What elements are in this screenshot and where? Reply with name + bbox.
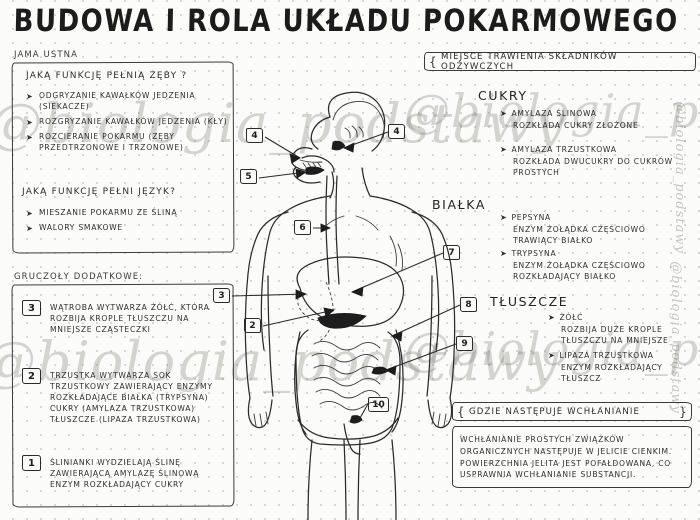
arrow-icon: ➤ <box>548 351 556 360</box>
gland-number-1: 1 <box>22 455 41 471</box>
gland-text-2: TRZUSTKA WYTWARZA SOK TRZUSTKOWY ZAWIERA… <box>50 371 213 424</box>
callout-10: 10 <box>368 397 389 412</box>
arrow-icon: ➤ <box>548 313 556 322</box>
arrow-icon: ➤ <box>26 92 34 101</box>
callout-6: 6 <box>294 220 311 235</box>
gland-number-3: 3 <box>22 300 41 316</box>
arrow-icon: ➤ <box>26 118 34 127</box>
glands-section-caption: GRUCZOŁY DODATKOWE: <box>14 272 144 282</box>
list-item: ➤ MIESZANIE POKARMU ZE ŚLINĄ <box>26 208 178 218</box>
digestion-banner: { MIEJSCE TRAWIENIA SKŁADNIKÓW ODŻYWCZYC… <box>424 52 696 72</box>
arrow-icon: ➤ <box>26 209 34 218</box>
teeth-bullet-list: ➤ ODGRYZANIE KAWAŁKÓW JEDZENIA (SIEKACZE… <box>26 90 231 157</box>
list-item: ➤ ODGRYZANIE KAWAŁKÓW JEDZENIA (SIEKACZE… <box>26 91 196 111</box>
brace-icon: { <box>678 404 687 419</box>
brace-icon: { <box>429 54 438 69</box>
mouth-section-caption: JAMA USTNA <box>14 50 79 60</box>
page-title: BUDOWA I ROLA UKŁADU POKARMOWEGO <box>13 4 680 40</box>
group-cukry-entry-0: ➤AMYLAZA ŚLINOWA ROZKŁADA CUKRY ZŁOŻONE <box>500 109 639 130</box>
list-item: ➤ WALORY SMAKOWE <box>26 223 123 233</box>
gland-text-3: WĄTROBA WYTWARZA ŻÓŁĆ, KTÓRA ROZBIJA KRO… <box>50 303 210 334</box>
teeth-question: JAKĄ FUNKCJĘ PEŁNIĄ ZĘBY ? <box>26 71 188 81</box>
callout-2: 2 <box>244 318 261 333</box>
tongue-question: JAKĄ FUNKCJĘ PEŁNI JĘZYK? <box>22 187 177 197</box>
callout-7: 7 <box>443 245 460 260</box>
callout-4b: 4 <box>388 124 405 139</box>
absorption-box <box>452 426 692 488</box>
callout-5: 5 <box>240 169 257 184</box>
group-tluszcze-entry-1: ➤LIPAZA TRZUSTKOWA ENZYM ROZKŁADAJĄCY TŁ… <box>548 351 663 383</box>
group-bialka-entry-0: ➤PEPSYNA ENZYM ŻOŁĄDKA CZĘŚCIOWO TRAWIĄC… <box>500 213 646 245</box>
group-cukry-entry-1: ➤AMYLAZA TRZUSTKOWA ROZKŁADA DWUCUKRY DO… <box>500 145 673 177</box>
list-item: ➤ ROZCIERANIE POKARMU (ZĘBY PRZEDTRZONOW… <box>26 132 184 152</box>
arrow-icon: ➤ <box>500 213 508 222</box>
heading-tluszcze: TŁUSZCZE <box>490 294 569 309</box>
callout-3: 3 <box>213 288 230 303</box>
callout-8: 8 <box>460 297 477 312</box>
arrow-icon: ➤ <box>500 109 508 118</box>
arrow-icon: ➤ <box>500 145 508 154</box>
group-tluszcze-entry-0: ➤ŻÓŁĆ ROZBIJA DUŻE KROPLE TŁUSZCZU NA MN… <box>548 313 669 345</box>
tongue-bullet-list: ➤ MIESZANIE POKARMU ZE ŚLINĄ ➤ WALORY SM… <box>26 207 226 237</box>
arrow-icon: ➤ <box>26 224 34 233</box>
absorption-banner: { GDZIE NASTĘPUJE WCHŁANIANIE { <box>452 402 692 421</box>
heading-bialka: BIAŁKA <box>432 197 486 212</box>
callout-4: 4 <box>246 128 263 143</box>
gland-text-1: ŚLINIANKI WYDZIELAJĄ ŚLINĘ ZAWIERAJĄCĄ A… <box>50 458 200 489</box>
group-bialka-entry-1: ➤TRYPSYNA ENZYM ŻOŁĄDKA CZĘŚCIOWO ROZKŁA… <box>500 249 646 281</box>
arrow-icon: ➤ <box>500 249 508 258</box>
callout-9: 9 <box>456 336 473 351</box>
arrow-icon: ➤ <box>26 133 34 142</box>
heading-cukry: CUKRY <box>478 88 528 103</box>
absorption-text: WCHŁANIANIE PROSTYCH ZWIĄZKÓW ORGANICZNY… <box>460 435 672 480</box>
gland-number-2: 2 <box>22 368 41 384</box>
list-item: ➤ ROZGRYZANIE KAWAŁKÓW JEDZENIA (KŁY) <box>26 117 228 127</box>
brace-icon: { <box>457 404 466 419</box>
